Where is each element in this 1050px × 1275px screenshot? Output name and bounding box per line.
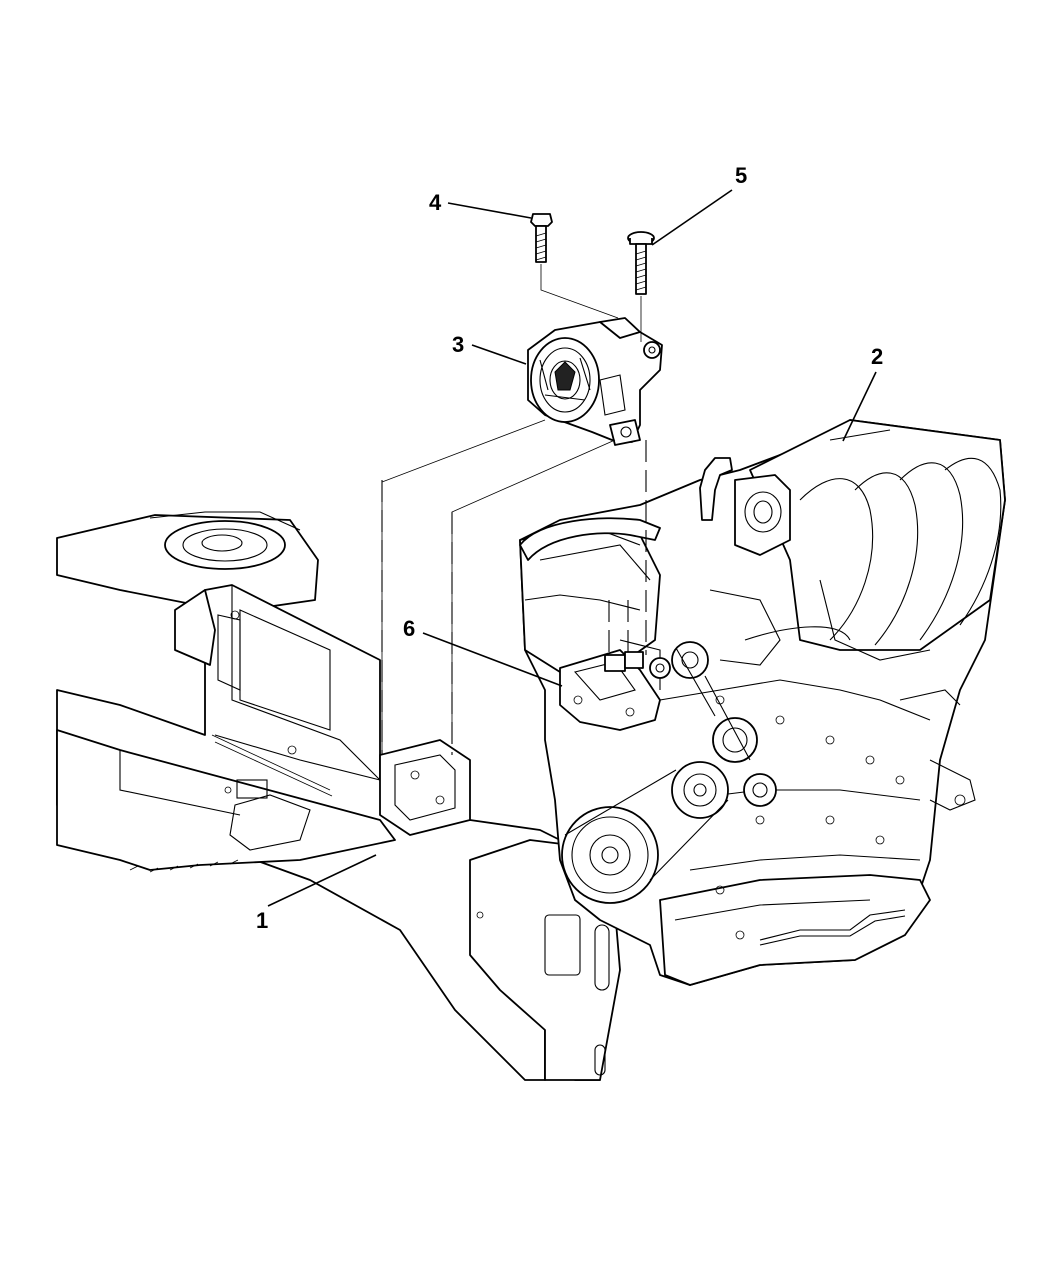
callout-label-5: 5 xyxy=(735,163,747,188)
engine-mount-bracket xyxy=(559,649,671,731)
callout-1: 1 xyxy=(256,854,377,933)
callout-label-4: 4 xyxy=(429,190,442,215)
bolt-5 xyxy=(627,231,655,295)
callout-5: 5 xyxy=(651,163,747,246)
callout-3: 3 xyxy=(452,332,527,365)
frame-rail-assembly xyxy=(56,511,621,1081)
callout-label-3: 3 xyxy=(452,332,464,357)
engine-assembly xyxy=(519,419,1006,986)
callout-2: 2 xyxy=(842,344,883,442)
bolt-4 xyxy=(530,213,553,263)
engine-mount-isolator xyxy=(527,317,663,446)
callout-6: 6 xyxy=(403,616,563,687)
alignment-lines xyxy=(381,264,647,755)
callout-label-2: 2 xyxy=(871,344,883,369)
callout-label-1: 1 xyxy=(256,908,268,933)
callout-label-6: 6 xyxy=(403,616,415,641)
callout-4: 4 xyxy=(429,190,532,219)
